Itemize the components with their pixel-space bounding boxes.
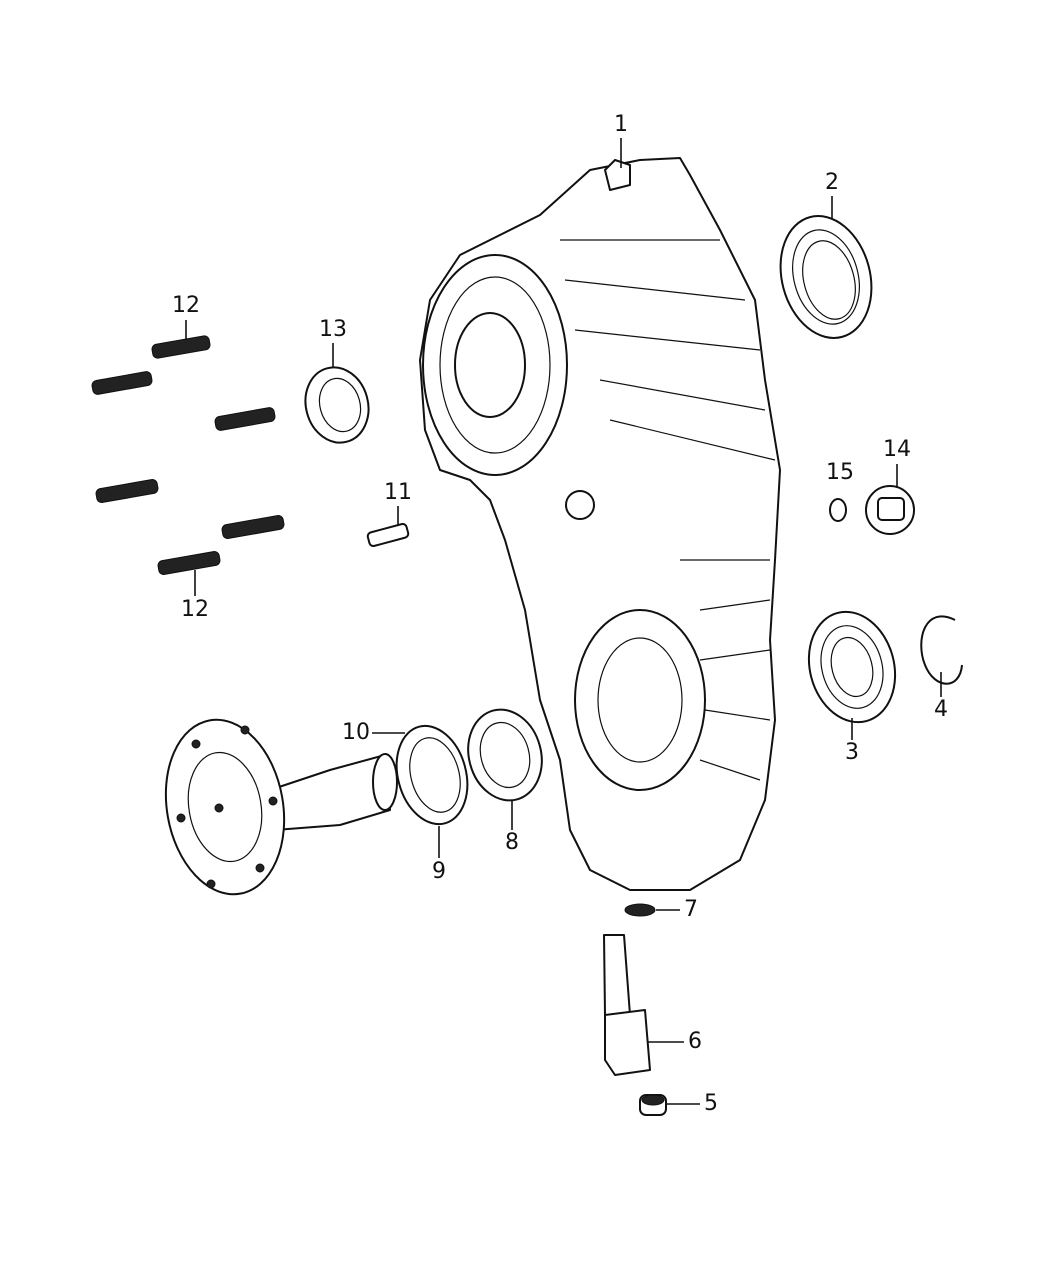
part-1-transfer-case-housing — [419, 157, 781, 891]
part-11-fitting — [366, 522, 410, 548]
callout-2: 2 — [825, 170, 839, 195]
part-2-seal — [779, 215, 873, 339]
part-4-snap-ring — [920, 615, 963, 685]
part-15-o-ring — [829, 498, 847, 522]
callout-3: 3 — [845, 740, 859, 765]
callout-11: 11 — [384, 480, 412, 505]
part-9-seal — [395, 724, 469, 826]
part-10-flange-shaft — [164, 718, 398, 896]
part-8-seal — [467, 708, 543, 802]
callout-13: 13 — [319, 317, 347, 342]
part-12-studs — [91, 335, 285, 575]
part-7-seal — [624, 903, 656, 917]
callout-14: 14 — [883, 437, 911, 462]
part-6-shift-fork — [603, 934, 651, 1076]
part-13-seal — [304, 366, 370, 444]
part-3-bearing — [807, 610, 897, 724]
callout-8: 8 — [505, 830, 519, 855]
callout-12-bottom: 12 — [181, 597, 209, 622]
callout-7: 7 — [684, 897, 698, 922]
leader-lines — [185, 138, 942, 1105]
callout-10: 10 — [342, 720, 370, 745]
callout-1: 1 — [614, 112, 628, 137]
callout-15: 15 — [826, 460, 854, 485]
callout-12-top: 12 — [172, 293, 200, 318]
callout-5: 5 — [704, 1091, 718, 1116]
callout-9: 9 — [432, 859, 446, 884]
part-5-plug — [639, 1094, 667, 1116]
part-14-sensor — [865, 485, 915, 535]
callout-6: 6 — [688, 1029, 702, 1054]
callout-4: 4 — [934, 697, 948, 722]
